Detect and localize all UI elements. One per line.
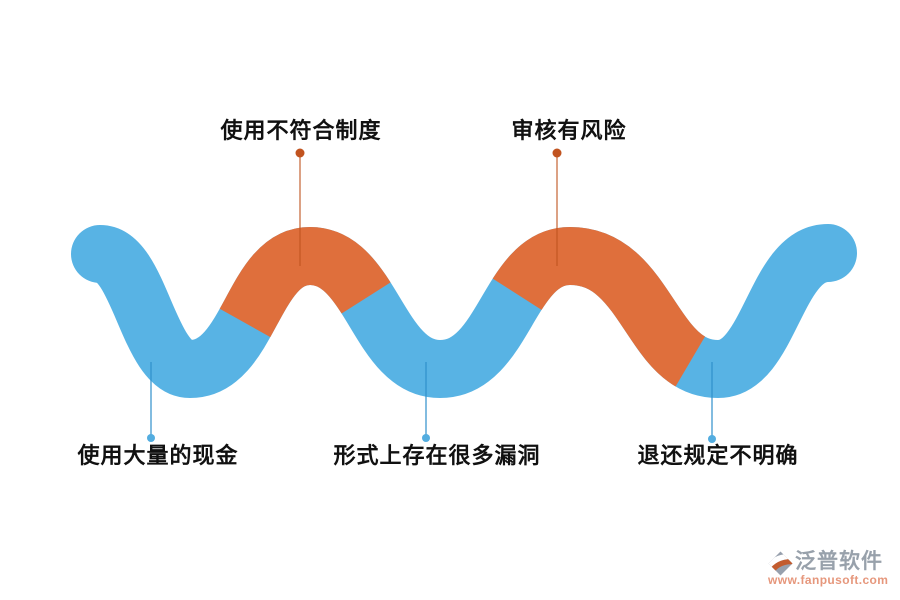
bottom-connector-dot (147, 434, 155, 442)
risk-label-large-cash: 使用大量的现金 (77, 443, 239, 468)
risk-label-refund-unclear: 退还规定不明确 (637, 443, 799, 468)
risk-label-usage-noncompliant: 使用不符合制度 (220, 118, 382, 143)
fanpu-logo-icon (768, 551, 793, 576)
bottom-connector-dot (708, 435, 716, 443)
connector-layer (147, 148, 716, 443)
bottom-connector-dot (422, 434, 430, 442)
brand-name: 泛普软件 (795, 550, 883, 573)
brand-url: www.fanpusoft.com (768, 573, 889, 588)
top-connector-dot (552, 148, 562, 158)
risk-label-audit-risky: 审核有风险 (511, 118, 627, 143)
top-connector-dot (295, 148, 305, 158)
wave-shape-blue (71, 224, 857, 399)
brand-watermark: 泛普软件 www.fanpusoft.com (768, 550, 890, 587)
risk-label-form-loopholes: 形式上存在很多漏洞 (333, 443, 541, 468)
